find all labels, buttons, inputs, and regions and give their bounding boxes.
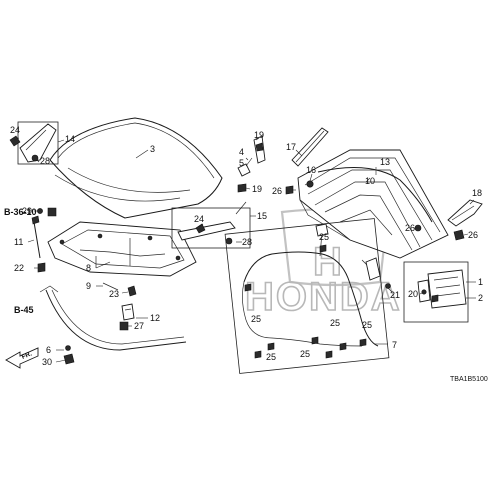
ref-b-45: B-45 — [14, 305, 34, 315]
callout-19: 19 — [252, 184, 262, 194]
clip-30 — [63, 345, 75, 365]
callout-10: 10 — [365, 176, 375, 186]
callout-30: 30 — [42, 357, 52, 367]
callout-7: 7 — [392, 340, 397, 350]
callout-24: 24 — [10, 125, 20, 135]
callout-6: 6 — [46, 345, 51, 355]
hood-front-seal-6 — [39, 285, 187, 351]
callout-9: 9 — [86, 281, 91, 291]
callout-26: 26 — [405, 223, 415, 233]
hood-support-rod — [31, 215, 41, 259]
clip-24-upper — [9, 135, 21, 147]
callout-13: 13 — [380, 157, 390, 167]
callout-26: 26 — [272, 186, 282, 196]
clip-22 — [37, 262, 46, 273]
callout-27: 27 — [134, 321, 144, 331]
callout-1: 1 — [478, 277, 483, 287]
clip-16 — [306, 180, 314, 188]
hood-inner-insulator — [47, 221, 197, 277]
honda-watermark: H HONDA — [244, 207, 402, 320]
clip-28-upper — [31, 154, 39, 162]
callout-16: 16 — [306, 165, 316, 175]
callout-11: 11 — [14, 237, 23, 247]
callout-20: 20 — [408, 289, 418, 299]
clip-29 — [37, 208, 43, 214]
callout-25: 25 — [300, 349, 310, 359]
callout-28: 28 — [242, 237, 252, 247]
hood-release-lever-15 — [171, 201, 251, 249]
clip-24-mid — [195, 223, 206, 234]
hood-latch-bracket-12 — [121, 303, 135, 321]
cowl-seal-rubber — [317, 167, 433, 223]
callout-19: 19 — [254, 130, 264, 140]
hood-insulator-clips — [59, 233, 181, 261]
leader-lines — [13, 137, 475, 363]
cowl-top-panel — [297, 149, 449, 259]
clip-26-right — [453, 229, 465, 241]
hood-seal-lower-9 — [102, 282, 119, 291]
callout-4: 4 — [239, 147, 244, 157]
callout-12: 12 — [150, 313, 160, 323]
clip-b3610 — [47, 207, 57, 217]
callout-25: 25 — [266, 352, 276, 362]
callout-26: 26 — [468, 230, 478, 240]
hood-release-cable-7 — [224, 218, 390, 374]
callout-25: 25 — [319, 232, 329, 242]
ref-b-36-10: B-36-10 — [4, 207, 37, 217]
callout-28: 28 — [40, 156, 50, 166]
callout-29: 29 — [22, 206, 32, 216]
cable-bracket-21 — [365, 257, 391, 289]
callout-25: 25 — [362, 320, 372, 330]
clip-27 — [119, 321, 129, 331]
callout-25: 25 — [330, 318, 340, 328]
honda-wordmark: HONDA — [245, 275, 402, 319]
callout-17: 17 — [286, 142, 296, 152]
clip-26-cowl — [285, 185, 294, 195]
callout-21: 21 — [390, 290, 400, 300]
callout-3: 3 — [150, 144, 155, 154]
front-direction-arrow: FR. — [5, 347, 39, 369]
cowl-side-bracket-18 — [447, 199, 483, 227]
clip-23 — [127, 285, 137, 297]
callout-14: 14 — [65, 134, 75, 144]
clip-28-mid — [225, 237, 233, 245]
front-direction-label: FR. — [21, 350, 34, 360]
callout-24: 24 — [194, 214, 204, 224]
hood-stay-17 — [291, 127, 329, 167]
callout-18: 18 — [472, 188, 482, 198]
diagram-code: TBA1B5100 — [450, 376, 488, 383]
callout-8: 8 — [86, 263, 91, 273]
callout-23: 23 — [109, 289, 119, 299]
callout-22: 22 — [14, 263, 24, 273]
cable-clips-25 — [244, 244, 367, 359]
hood-panel — [49, 117, 223, 219]
callout-5: 5 — [239, 158, 244, 168]
callout-2: 2 — [478, 293, 483, 303]
hood-hinge-bolt-set — [237, 135, 266, 193]
callout-25: 25 — [251, 314, 261, 324]
callout-15: 15 — [257, 211, 267, 221]
hood-latch-assembly — [403, 261, 476, 323]
